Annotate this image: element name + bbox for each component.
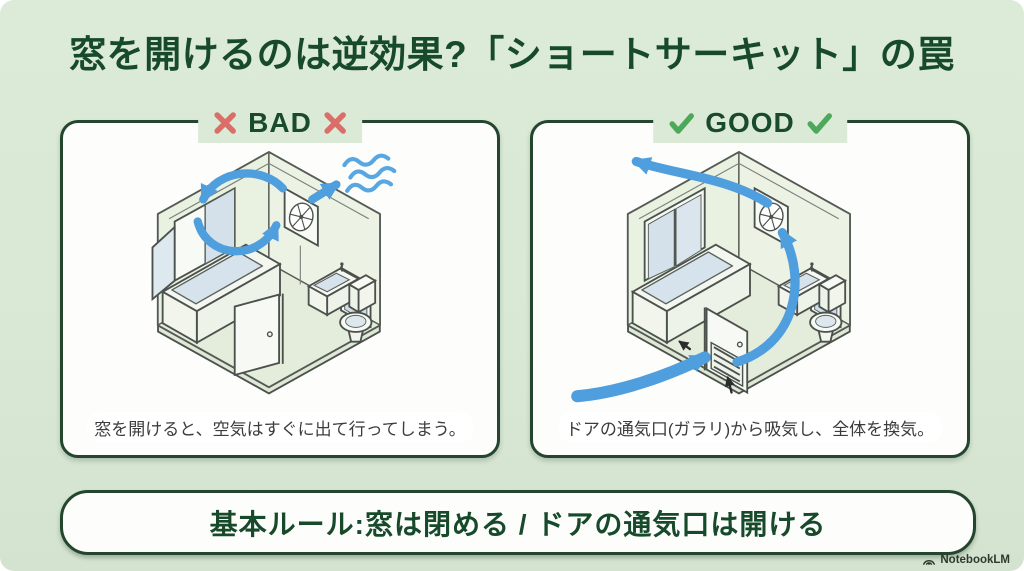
check-icon [807,113,832,134]
good-panel: GOOD [530,103,970,458]
door-open [233,293,284,377]
bathroom-diagram-bad [151,151,397,395]
bathroom-diagram-good [571,151,852,403]
notebooklm-logo-icon [923,560,936,565]
check-icon [669,113,694,134]
page-title: 窓を開けるのは逆効果?「ショートサーキット」の罠 [69,34,955,75]
bad-panel: BAD [60,103,500,458]
toilet [339,274,378,343]
wavy-air-lines [342,153,397,193]
rule-banner: 基本ルール:窓は閉める / ドアの通気口は開ける [60,490,976,555]
credit-text: NotebookLM [940,554,1010,566]
intake-pointer-arrows [678,340,735,394]
airflow-arrows [571,156,800,403]
credit: NotebookLM [922,554,1010,566]
good-panel-header: GOOD [653,103,847,143]
good-label: GOOD [705,107,795,138]
cross-icon [214,112,236,134]
exhaust-fan [283,186,319,285]
door-with-vent [703,306,749,395]
bathtub [630,243,752,345]
rule-text: 基本ルール:窓は閉める / ドアの通気口は開ける [209,508,827,540]
bad-panel-header: BAD [198,103,362,143]
cross-icon [324,112,346,134]
toilet [809,274,848,343]
good-caption: ドアの通気口(ガラリ)から吸気し、全体を換気。 [557,412,943,443]
closed-window [643,186,706,283]
bad-caption: 窓を開けると、空気はすぐに出て行ってしまう。 [86,412,474,443]
bathtub [160,243,282,345]
airflow-arrows [193,169,341,256]
bad-label: BAD [248,107,312,138]
